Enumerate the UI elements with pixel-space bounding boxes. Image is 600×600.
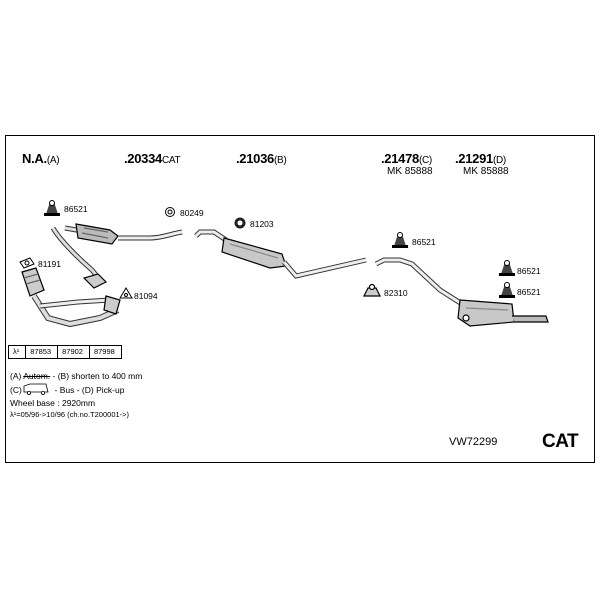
header-21478-mk: MK 85888 — [387, 166, 433, 177]
down-pipe — [21, 267, 121, 328]
diagram-frame — [5, 135, 595, 463]
part-label: 86521 — [64, 204, 88, 214]
hanger-icon — [363, 283, 381, 297]
lambda-code: 87902 — [58, 346, 90, 358]
part-label: 86521 — [517, 266, 541, 276]
note-line-2: (C) - Bus - (D) Pick-up — [10, 385, 125, 395]
part-label: 86521 — [517, 287, 541, 297]
part-label: 86521 — [412, 237, 436, 247]
header-na: N.A.(A) — [22, 151, 60, 166]
lambda-code: 87853 — [26, 346, 59, 358]
lambda-symbol: λ¹ — [9, 346, 27, 358]
clamp-icon — [499, 260, 515, 276]
header-21291: .21291(D) — [455, 151, 506, 166]
flange-gasket-icon — [19, 257, 35, 269]
part-label: 81191 — [38, 259, 62, 269]
gasket-icon — [165, 207, 175, 217]
rear-muffler — [374, 257, 549, 327]
ring-icon — [234, 217, 246, 229]
header-21291-mk: MK 85888 — [463, 166, 509, 177]
lambda-row: λ¹ 87853 87902 87998 — [8, 345, 122, 359]
clamp-icon — [44, 200, 60, 216]
note-line-3: Wheel base : 2920mm — [10, 398, 96, 408]
lambda-code: 87998 — [93, 347, 115, 356]
clamp-icon — [499, 282, 515, 298]
diagram-code: VW72299 — [449, 436, 498, 448]
header-21036: .21036(B) — [236, 151, 287, 166]
part-label: 80249 — [180, 208, 204, 218]
catalyst-pipe — [50, 223, 183, 289]
note-line-1: (A) Autom. - (B) shorten to 400 mm — [10, 371, 143, 381]
header-20334: .20334CAT — [124, 151, 181, 166]
bus-icon — [23, 383, 49, 395]
part-label: 82310 — [384, 288, 408, 298]
cat-badge: CAT — [542, 431, 579, 452]
triangle-gasket-icon — [119, 287, 133, 299]
middle-muffler — [194, 229, 367, 279]
part-label: 81094 — [134, 291, 158, 301]
note-line-4: λ¹=05/96->10/96 (ch.no.T200001->) — [10, 410, 130, 419]
clamp-icon — [392, 232, 408, 248]
header-21478: .21478(C) — [381, 151, 432, 166]
part-label: 81203 — [250, 219, 274, 229]
